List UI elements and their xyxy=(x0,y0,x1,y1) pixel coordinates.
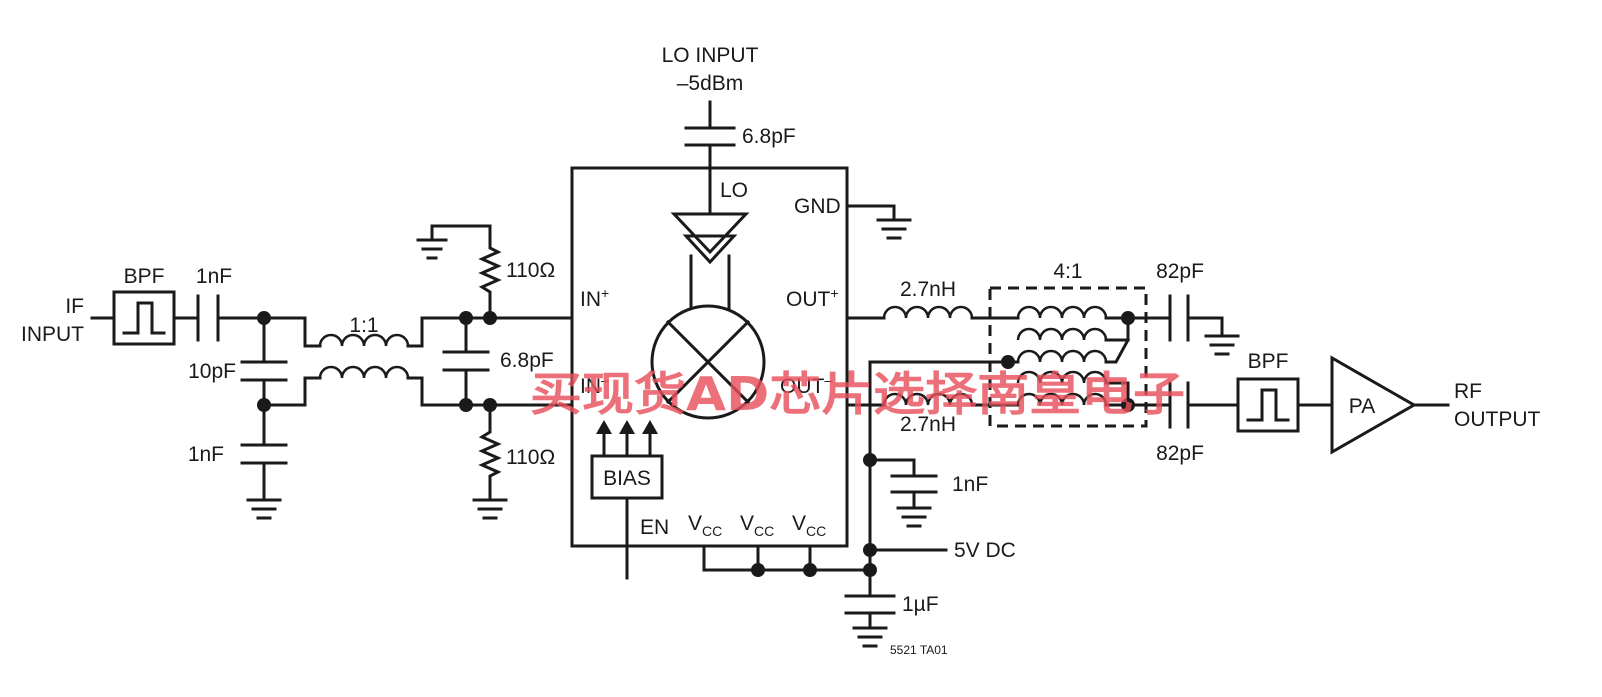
ground-icon xyxy=(1204,334,1240,356)
ground-icon xyxy=(852,626,888,648)
cap-6p8pf-lo-label: 6.8pF xyxy=(742,125,796,148)
ind-2p7nh-bottom xyxy=(882,392,974,406)
ground-icon xyxy=(246,498,282,520)
dc-supply-network xyxy=(702,453,948,648)
watermark-text: 买现货AD芯片选择南皇电子 xyxy=(530,367,1185,421)
if-input-label-2: INPUT xyxy=(21,323,84,346)
bpf-out-label: BPF xyxy=(1248,350,1289,373)
gnd-pin xyxy=(845,204,912,240)
ind-top-label: 2.7nH xyxy=(900,278,956,301)
termination-network xyxy=(416,224,574,520)
bpf-in-symbol xyxy=(122,301,166,335)
cap-82pf-bottom-label: 82pF xyxy=(1156,442,1204,465)
bpf-in-label: BPF xyxy=(124,265,165,288)
ground-icon xyxy=(416,238,448,260)
ind-2p7nh-top xyxy=(882,305,974,319)
bias-arrows-icon xyxy=(596,420,658,458)
rf-output-label: RF xyxy=(1454,380,1482,403)
cap-10pf-label: 10pF xyxy=(188,360,236,383)
output-network xyxy=(845,286,1450,572)
cap-6p8pf-mid-label: 6.8pF xyxy=(500,349,554,372)
transformer-4-1-label: 4:1 xyxy=(1053,260,1082,283)
lo-buffer-icon xyxy=(670,212,750,255)
lo-input-label: LO INPUT xyxy=(662,44,759,67)
lo-input-level: –5dBm xyxy=(677,72,744,95)
mixer-icon xyxy=(650,304,766,420)
bpf-out-box xyxy=(1236,377,1300,433)
transformer-4-1-box xyxy=(988,286,1148,428)
pin-vcc-3-label: VCC xyxy=(792,512,826,539)
balun-1-1 xyxy=(303,316,442,407)
ground-icon xyxy=(472,498,508,520)
lo-input xyxy=(684,100,736,170)
pin-in-minus-label: IN– xyxy=(580,372,609,398)
res-110-top xyxy=(430,224,502,320)
mixer-ic xyxy=(570,166,849,580)
if-input-network xyxy=(90,290,307,520)
pin-out-plus-label: OUT+ xyxy=(786,285,839,311)
res-110-bottom xyxy=(478,403,502,502)
bpf-in-box xyxy=(112,290,176,346)
pin-gnd-label: GND xyxy=(794,195,841,218)
bias-label: BIAS xyxy=(603,467,651,490)
pin-vcc-1-label: VCC xyxy=(688,512,722,539)
ind-bottom-label: 2.7nH xyxy=(900,413,956,436)
res-110-top-label: 110Ω xyxy=(506,259,555,282)
pin-vcc-2-label: VCC xyxy=(740,512,774,539)
pin-lo-label: LO xyxy=(720,179,748,202)
figure-id: 5521 TA01 xyxy=(890,643,948,657)
balun-1-1-label: 1:1 xyxy=(349,314,378,337)
rf-output-label-2: OUTPUT xyxy=(1454,408,1541,431)
ground-icon xyxy=(896,506,932,528)
cap-1nf-shunt-label: 1nF xyxy=(188,443,224,466)
cap-1nf-dc-label: 1nF xyxy=(952,473,988,496)
cap-82pf-top-label: 82pF xyxy=(1156,260,1204,283)
pin-in-plus-label: IN+ xyxy=(580,285,609,311)
res-110-bottom-label: 110Ω xyxy=(506,446,555,469)
if-input-label: IF xyxy=(65,295,84,318)
pa-amplifier-icon xyxy=(1330,355,1418,455)
cap-1nf-series-label: 1nF xyxy=(196,265,232,288)
cap-1uf-label: 1µF xyxy=(902,593,939,616)
pa-label: PA xyxy=(1349,395,1375,418)
supply-5v-label: 5V DC xyxy=(954,539,1016,562)
bpf-out-symbol xyxy=(1246,388,1290,422)
pin-out-minus-label: OUT– xyxy=(780,372,832,398)
pin-en-label: EN xyxy=(640,516,669,539)
labels: IF INPUT BPF 1nF 10pF 1nF 1:1 110Ω 110Ω … xyxy=(21,44,1541,657)
